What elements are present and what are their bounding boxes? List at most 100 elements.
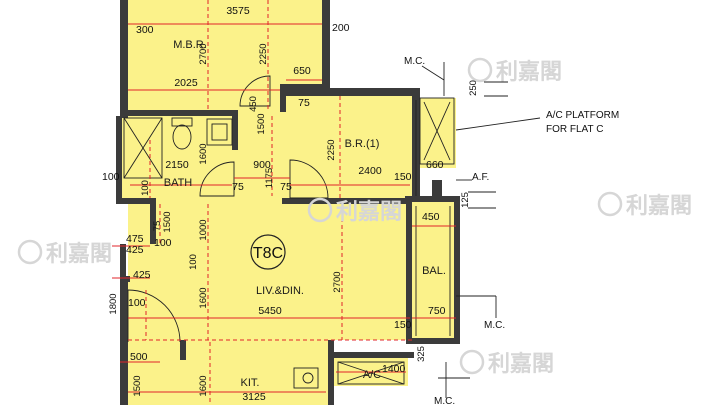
dim-label: 100 [140,180,151,196]
shower-diagonal [123,117,163,179]
leader-line [455,117,541,131]
dim-label: 125 [460,192,471,208]
dim-label: 100 [102,171,120,183]
dim-label: 450 [422,211,440,223]
wall [328,340,334,405]
dim-label: 660 [426,159,444,171]
room-label-mbr: M.B.R. [173,39,207,51]
dim-label: 425 [126,244,144,256]
wall [282,198,412,204]
ricacorp-logo-icon: 利嘉閣 [17,239,112,267]
room-label-br1: B.R.(1) [345,138,380,150]
basin-inner [211,123,228,141]
watermarks: 利嘉閣 利嘉閣 利嘉閣 利嘉閣 利嘉閣 [17,57,692,377]
room-labels: M.B.R. B.R.(1) BATH LIV.&DIN. BAL. KIT. … [164,39,446,389]
dim-label: 2250 [326,139,337,160]
watermark-name: 利嘉閣 [336,200,402,225]
unit-tag: T8C [250,234,286,270]
dim-label: 1400 [382,363,406,375]
watermark-name: 利嘉閣 [496,60,562,85]
dim-label: 75 [280,181,292,193]
wall [120,280,128,405]
dim-label: 150 [394,171,412,183]
ac-hatch [337,361,405,385]
annotation-mc-top: M.C. [404,56,425,67]
wall [120,276,130,282]
room-label-bath: BATH [164,177,193,189]
ricacorp-logo-icon: 利嘉閣 [307,197,402,225]
room-label-bal: BAL. [422,265,446,277]
room-label-liv: LIV.&DIN. [256,285,304,297]
leader-lines [421,62,541,398]
annotation-mc-bottom: M.C. [434,396,455,405]
dim-label: 425 [133,269,151,281]
toilet-bowl [172,124,192,150]
fixtures [123,75,455,389]
wall [405,196,455,202]
wall [454,196,460,344]
dim-label: 150 [394,319,412,331]
dim-label: 1175 [264,168,275,188]
ac-platform-outline [419,97,455,165]
wall [406,338,458,344]
ricacorp-logo-icon: 利嘉閣 [597,191,692,219]
dim-label: 475 [126,233,144,245]
dimension-labels: 3575 300 200 650 2025 75 2400 660 2150 9… [102,5,446,403]
wall [432,180,442,198]
dim-label: 100 [154,237,172,249]
shower-tray [123,117,163,179]
door-arc-entrance [127,289,181,343]
dim-label: 75 [298,97,310,109]
dim-label: 325 [416,346,427,362]
watermark-name: 利嘉閣 [488,352,554,377]
door-arc-bath [199,161,235,197]
dim-label: 650 [293,65,311,77]
wall [406,200,412,340]
ac-outline [337,361,405,385]
dim-label: 900 [253,159,271,171]
wall [280,84,330,90]
kitchen-sink-drain [302,372,314,384]
dim-label: 2025 [174,77,198,89]
wall [286,88,420,96]
wall [116,198,156,204]
dim-label: 450 [248,96,259,112]
dim-label: 1500 [256,113,267,134]
bath-room [122,116,234,200]
wall [116,116,122,204]
wall [120,110,238,116]
dimension-lines [112,0,456,405]
kitchen-sink [293,367,319,389]
dim-label: 1600 [198,287,209,308]
dim-label: 3575 [226,5,250,17]
dim-label: 2700 [332,271,343,292]
door-arc-mbr [239,75,271,107]
dim-label: 2400 [358,165,382,177]
wall [280,90,286,112]
dim-label: 200 [332,22,350,34]
wall [120,244,126,278]
dim-label: 1500 [162,211,173,232]
door-arc-br1 [289,159,329,199]
dim-label: 1800 [108,293,119,314]
leader-line [421,65,445,81]
dim-label: 1600 [198,375,209,396]
annotation-ac-platform-1: A/C PLATFORM [546,110,619,121]
bal-room [412,200,454,340]
room-label-ac: A/C [363,369,381,381]
wall [322,0,330,90]
ricacorp-logo-icon: 利嘉閣 [467,57,562,85]
wall [232,110,238,150]
annotation-af: A.F. [472,172,489,183]
ricacorp-logo-icon: 利嘉閣 [459,349,554,377]
dim-label: 2700 [198,43,209,64]
wall [180,340,186,360]
dim-label: 100 [188,254,199,270]
dim-label: 2150 [165,159,189,171]
wall [120,0,128,118]
ac-platform-hatch [423,101,451,161]
dim-label: 75 [152,221,163,232]
dim-label: 750 [428,305,446,317]
dim-label: 250 [468,80,479,96]
